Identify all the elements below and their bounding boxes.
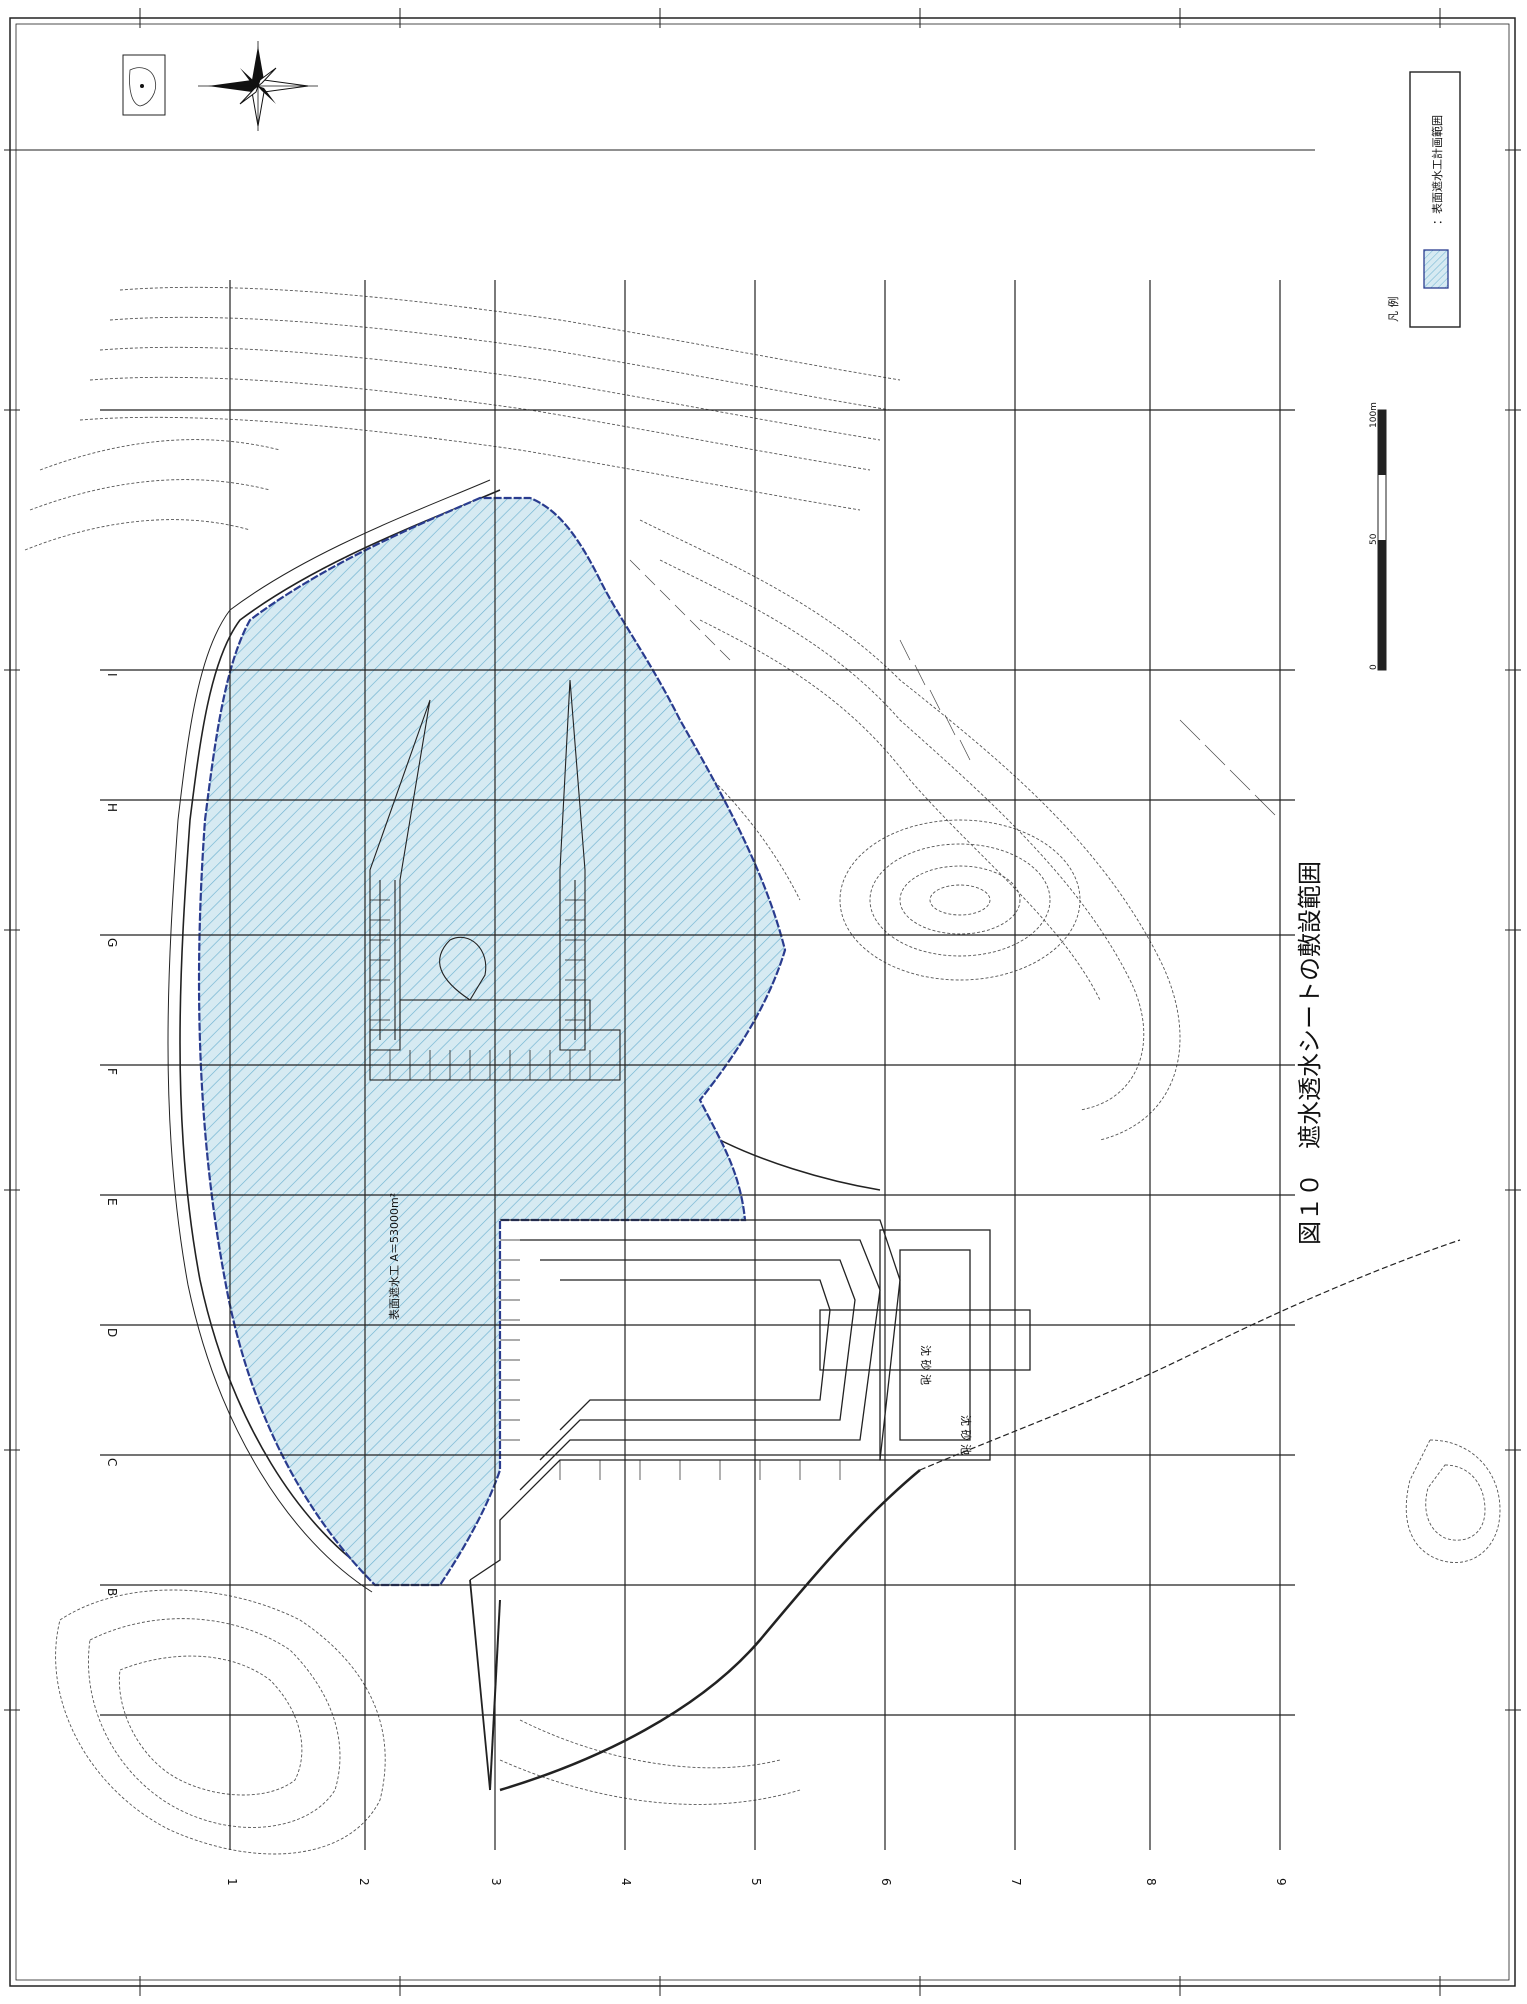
settling-pond-label: 沈 砂 池	[959, 1415, 973, 1455]
grid-col-I: I	[105, 673, 119, 677]
compass-rose-icon	[198, 41, 318, 131]
grid-row-labels: 1 2 3 4 5 6 7 8 9	[225, 1878, 1288, 1886]
grid-col-E: E	[105, 1198, 119, 1206]
grid-row-1: 1	[225, 1878, 239, 1886]
grid-column-labels: B C D E F G H I	[105, 673, 119, 1596]
grid-row-2: 2	[357, 1878, 371, 1886]
grid-row-6: 6	[879, 1878, 893, 1886]
sheet-frame	[4, 8, 1521, 1996]
scale-label-100: 100m	[1369, 402, 1379, 428]
grid-col-H: H	[105, 803, 119, 812]
legend-heading: 凡 例	[1386, 297, 1400, 323]
figure-caption: 図１０ 遮水透水シートの敷設範囲	[1296, 861, 1324, 1245]
area-annotation: 表面遮水工 A＝53000m²	[387, 1193, 401, 1320]
legend: ：表面遮水工計画範囲 凡 例	[1386, 71, 1461, 328]
grid-col-F: F	[105, 1068, 119, 1075]
road-lines	[167, 479, 1461, 1792]
grid-col-G: G	[105, 938, 119, 947]
grid-col-B: B	[105, 1588, 119, 1596]
settling-pond-label: 沈 砂 池	[919, 1345, 933, 1385]
settling-pond-complex	[469, 1219, 1031, 1791]
slope-hatching	[629, 559, 1276, 816]
grid-row-3: 3	[489, 1878, 503, 1886]
shaded-liner-area	[197, 496, 787, 1587]
map-grid	[100, 280, 1295, 1850]
grid-row-5: 5	[749, 1878, 763, 1886]
grid-row-8: 8	[1144, 1878, 1158, 1886]
scale-label-0: 0	[1369, 664, 1379, 670]
location-inset-map	[122, 54, 166, 116]
scale-bar: 0 50 100m	[1369, 402, 1387, 671]
legend-swatch	[1423, 249, 1449, 289]
grid-col-C: C	[105, 1458, 119, 1466]
grid-row-7: 7	[1009, 1878, 1023, 1886]
grid-col-D: D	[105, 1328, 119, 1337]
grid-row-4: 4	[619, 1878, 633, 1886]
grid-row-9: 9	[1274, 1878, 1288, 1886]
scale-label-50: 50	[1369, 533, 1379, 545]
legend-entry-text: ：表面遮水工計画範囲	[1430, 115, 1444, 225]
